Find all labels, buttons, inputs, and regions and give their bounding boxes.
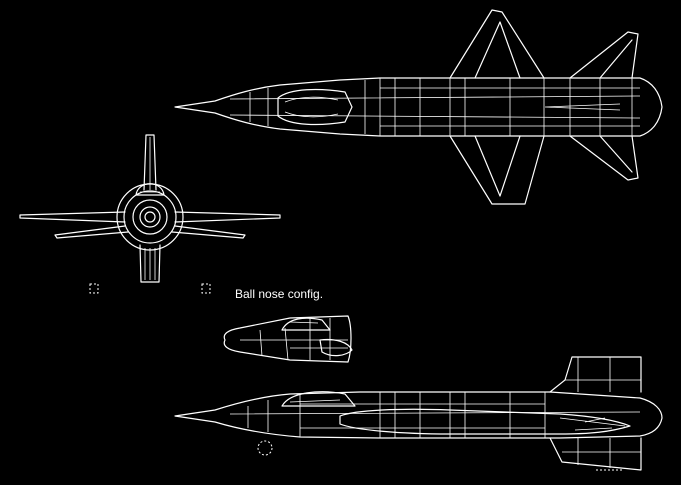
side-view-aircraft <box>174 356 663 471</box>
front-view-aircraft <box>19 134 281 294</box>
ball-nose-caption: Ball nose config. <box>235 287 324 301</box>
top-view-aircraft <box>174 9 663 205</box>
ball-nose-detail <box>223 315 353 363</box>
